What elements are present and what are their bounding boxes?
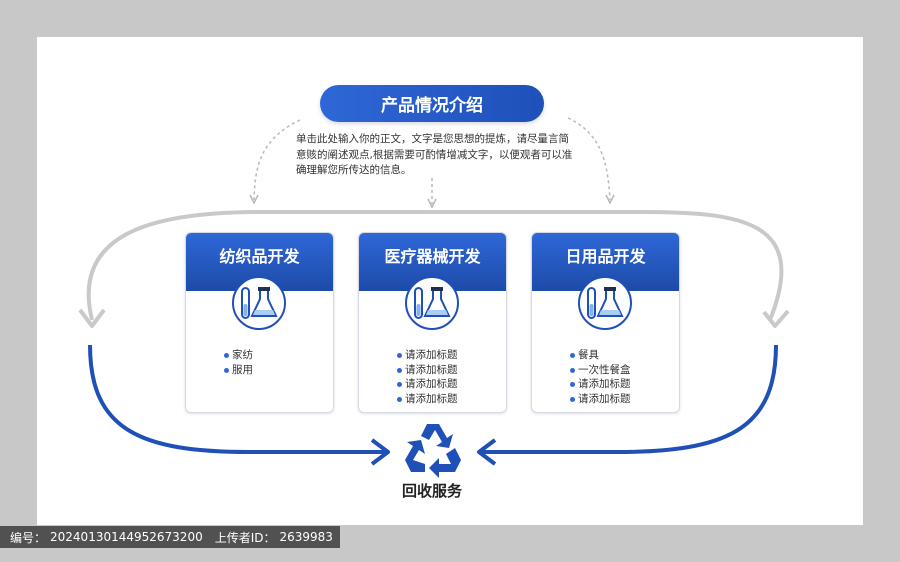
recycle-service-label: 回收服务 — [401, 482, 462, 500]
blue-return-arrow-right — [482, 344, 778, 454]
dotted-arrowhead-left — [249, 194, 259, 205]
list-item: 请添加标题 — [570, 392, 631, 407]
blue-arrowhead-left — [370, 438, 390, 466]
blue-arrowhead-right — [477, 438, 497, 466]
id-label: 编号： — [10, 530, 47, 545]
list-item: 请添加标题 — [397, 377, 458, 392]
card-item-list: 请添加标题 请添加标题 请添加标题 请添加标题 — [397, 348, 458, 406]
list-item: 服用 — [224, 363, 253, 378]
list-item: 餐具 — [570, 348, 631, 363]
card-daily-goods: 日用品开发 餐具 一次性餐盒 请添加标题 请添加标题 — [531, 232, 680, 413]
uploader-value: 2639983 — [279, 530, 333, 544]
list-item: 请添加标题 — [397, 392, 458, 407]
list-item: 请添加标题 — [397, 363, 458, 378]
list-item: 请添加标题 — [570, 377, 631, 392]
gray-arrowhead-left — [78, 308, 106, 328]
list-item: 家纺 — [224, 348, 253, 363]
uploader-label: 上传者ID： — [214, 530, 276, 545]
flask-test-tube-icon — [232, 276, 286, 330]
list-item: 请添加标题 — [397, 348, 458, 363]
title-pill: 产品情况介绍 — [320, 85, 544, 122]
footer-watermark-bar: 编号： 20240130144952673200 上传者ID： 2639983 — [0, 526, 340, 548]
gray-arrowhead-right — [762, 309, 790, 328]
list-item: 一次性餐盒 — [570, 363, 631, 378]
flask-test-tube-icon — [578, 276, 632, 330]
flask-test-tube-icon — [405, 276, 459, 330]
card-textile: 纺织品开发 家纺 服用 — [185, 232, 334, 413]
card-item-list: 餐具 一次性餐盒 请添加标题 请添加标题 — [570, 348, 631, 406]
card-item-list: 家纺 服用 — [224, 348, 253, 377]
dotted-arrowhead-right — [605, 194, 615, 205]
id-value: 20240130144952673200 — [50, 530, 203, 544]
gray-loop-arrow — [86, 210, 784, 321]
card-medical-device: 医疗器械开发 请添加标题 请添加标题 请添加标题 请添加标题 — [358, 232, 507, 413]
intro-text: 单击此处输入你的正文，文字是您思想的提炼，请尽量言简意赅的阐述观点,根据需要可酌… — [296, 133, 573, 176]
recycle-icon — [405, 424, 461, 478]
dotted-arrow-left — [253, 119, 301, 201]
dotted-arrow-right — [567, 117, 611, 201]
dotted-arrowhead-middle — [427, 198, 437, 209]
blue-return-arrow-left — [88, 344, 385, 454]
card-title: 纺织品开发 — [186, 233, 333, 291]
